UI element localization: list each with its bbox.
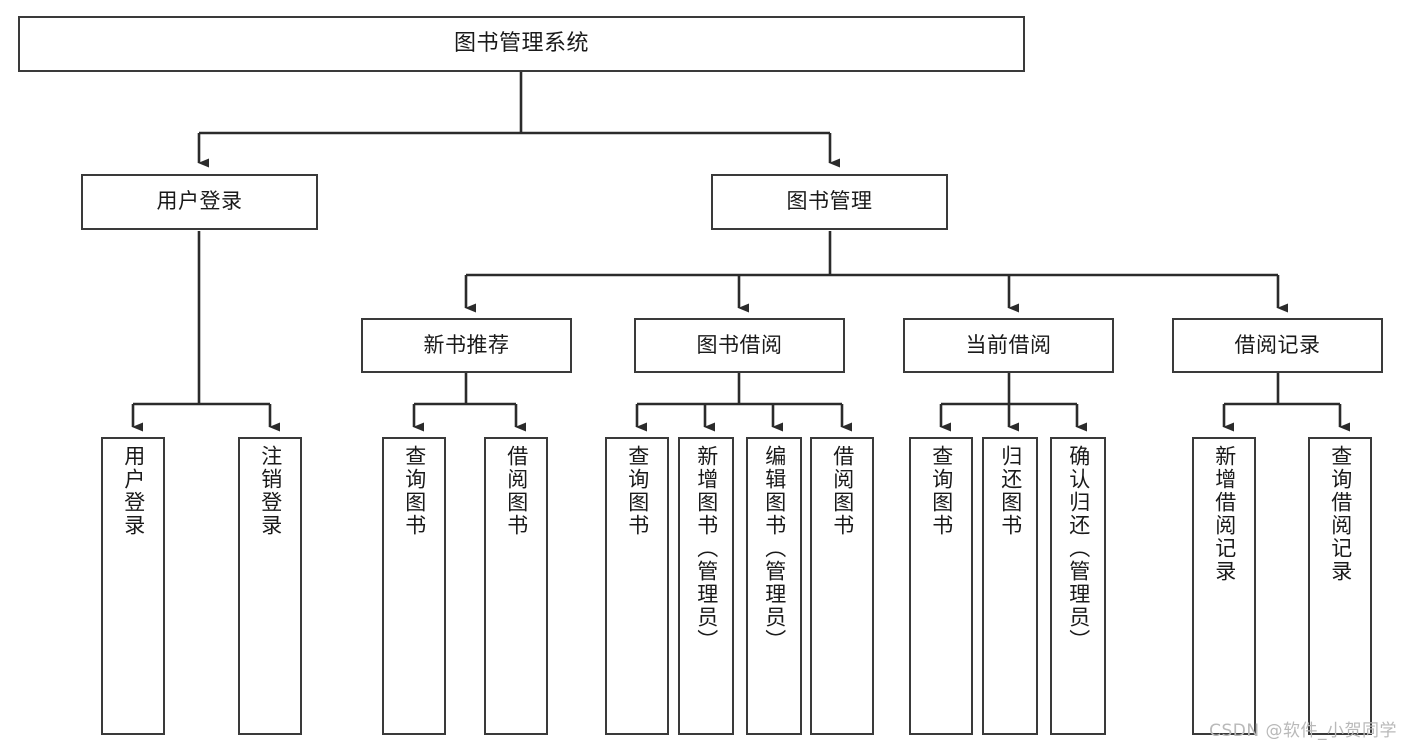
- node-leaf-add-record-label: 新增借阅记录: [1212, 445, 1237, 583]
- node-leaf-query-record-label: 查询借阅记录: [1328, 445, 1353, 583]
- node-leaf-query-book-1-label: 查询图书: [402, 445, 427, 537]
- node-book-manage[interactable]: 图书管理: [711, 174, 948, 230]
- node-leaf-edit-book[interactable]: 编辑图书（管理员）: [746, 437, 802, 735]
- watermark-text: CSDN @软件_小贺同学: [1209, 721, 1397, 741]
- node-leaf-edit-book-label: 编辑图书（管理员）: [762, 445, 787, 652]
- node-book-borrow-label: 图书借阅: [696, 332, 783, 357]
- node-root-label: 图书管理系统: [453, 30, 589, 56]
- node-leaf-add-book-label: 新增图书（管理员）: [694, 445, 719, 652]
- node-new-book-rec[interactable]: 新书推荐: [361, 318, 572, 373]
- node-leaf-logout[interactable]: 注销登录: [238, 437, 302, 735]
- node-book-borrow[interactable]: 图书借阅: [634, 318, 845, 373]
- node-leaf-logout-label: 注销登录: [258, 445, 283, 537]
- node-book-manage-label: 图书管理: [786, 189, 873, 214]
- node-leaf-add-book[interactable]: 新增图书（管理员）: [678, 437, 734, 735]
- node-leaf-user-login[interactable]: 用户登录: [101, 437, 165, 735]
- node-leaf-borrow-book-1-label: 借阅图书: [504, 445, 529, 537]
- node-borrow-record-label: 借阅记录: [1234, 332, 1321, 357]
- node-leaf-query-book-3[interactable]: 查询图书: [909, 437, 973, 735]
- node-leaf-return-book-label: 归还图书: [998, 445, 1023, 537]
- node-borrow-record[interactable]: 借阅记录: [1172, 318, 1383, 373]
- node-leaf-borrow-book-1[interactable]: 借阅图书: [484, 437, 548, 735]
- node-leaf-add-record[interactable]: 新增借阅记录: [1192, 437, 1256, 735]
- node-leaf-confirm-return-label: 确认归还（管理员）: [1066, 445, 1091, 652]
- node-leaf-return-book[interactable]: 归还图书: [982, 437, 1038, 735]
- node-leaf-query-record[interactable]: 查询借阅记录: [1308, 437, 1372, 735]
- node-leaf-query-book-2-label: 查询图书: [625, 445, 650, 537]
- node-new-book-rec-label: 新书推荐: [423, 332, 510, 357]
- node-leaf-query-book-3-label: 查询图书: [929, 445, 954, 537]
- node-current-borrow-label: 当前借阅: [965, 332, 1052, 357]
- node-leaf-confirm-return[interactable]: 确认归还（管理员）: [1050, 437, 1106, 735]
- node-leaf-borrow-book-2[interactable]: 借阅图书: [810, 437, 874, 735]
- node-leaf-query-book-2[interactable]: 查询图书: [605, 437, 669, 735]
- node-leaf-borrow-book-2-label: 借阅图书: [830, 445, 855, 537]
- node-root[interactable]: 图书管理系统: [18, 16, 1025, 72]
- node-leaf-query-book-1[interactable]: 查询图书: [382, 437, 446, 735]
- node-current-borrow[interactable]: 当前借阅: [903, 318, 1114, 373]
- node-user-login-label: 用户登录: [156, 189, 243, 214]
- node-leaf-user-login-label: 用户登录: [121, 445, 146, 537]
- node-user-login[interactable]: 用户登录: [81, 174, 318, 230]
